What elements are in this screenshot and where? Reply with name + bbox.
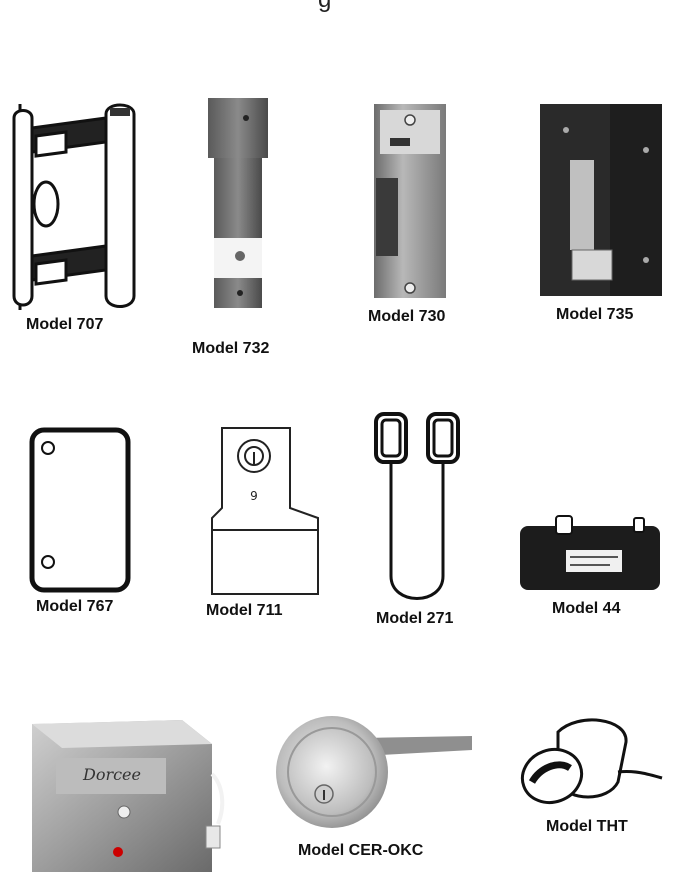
thumb-turn-icon [520, 718, 663, 804]
model-label: Model 711 [206, 602, 283, 619]
power-supply-box-icon: Dorcee [32, 720, 225, 872]
model-label: Model THT [546, 818, 628, 835]
model-label: Model 767 [36, 598, 114, 615]
alarm-box-icon [520, 515, 660, 590]
armored-door-loop-icon [374, 412, 460, 600]
electric-strike-icon [374, 104, 446, 298]
long-electric-strike-icon [208, 98, 268, 308]
top-text-glyph: g [318, 0, 331, 14]
key-cylinder-plate-icon: 9 [211, 427, 319, 595]
model-label: Model 707 [26, 316, 104, 333]
model-label: Model CER-OKC [298, 842, 424, 859]
model-label: Model 730 [368, 308, 446, 325]
mortise-cylinder-icon [276, 716, 472, 828]
svg-text:9: 9 [250, 489, 258, 503]
top-text-fragment: g [0, 0, 681, 38]
model-label: Model 44 [552, 600, 621, 617]
brand-text: Dorcee [82, 765, 141, 784]
model-label: Model 732 [192, 340, 270, 357]
model-label: Model 271 [376, 610, 454, 627]
model-label: Model 735 [556, 306, 634, 323]
door-pull-handle-icon [12, 103, 136, 310]
mounting-plate-icon [29, 427, 131, 593]
surface-mount-strike-icon [540, 104, 662, 296]
